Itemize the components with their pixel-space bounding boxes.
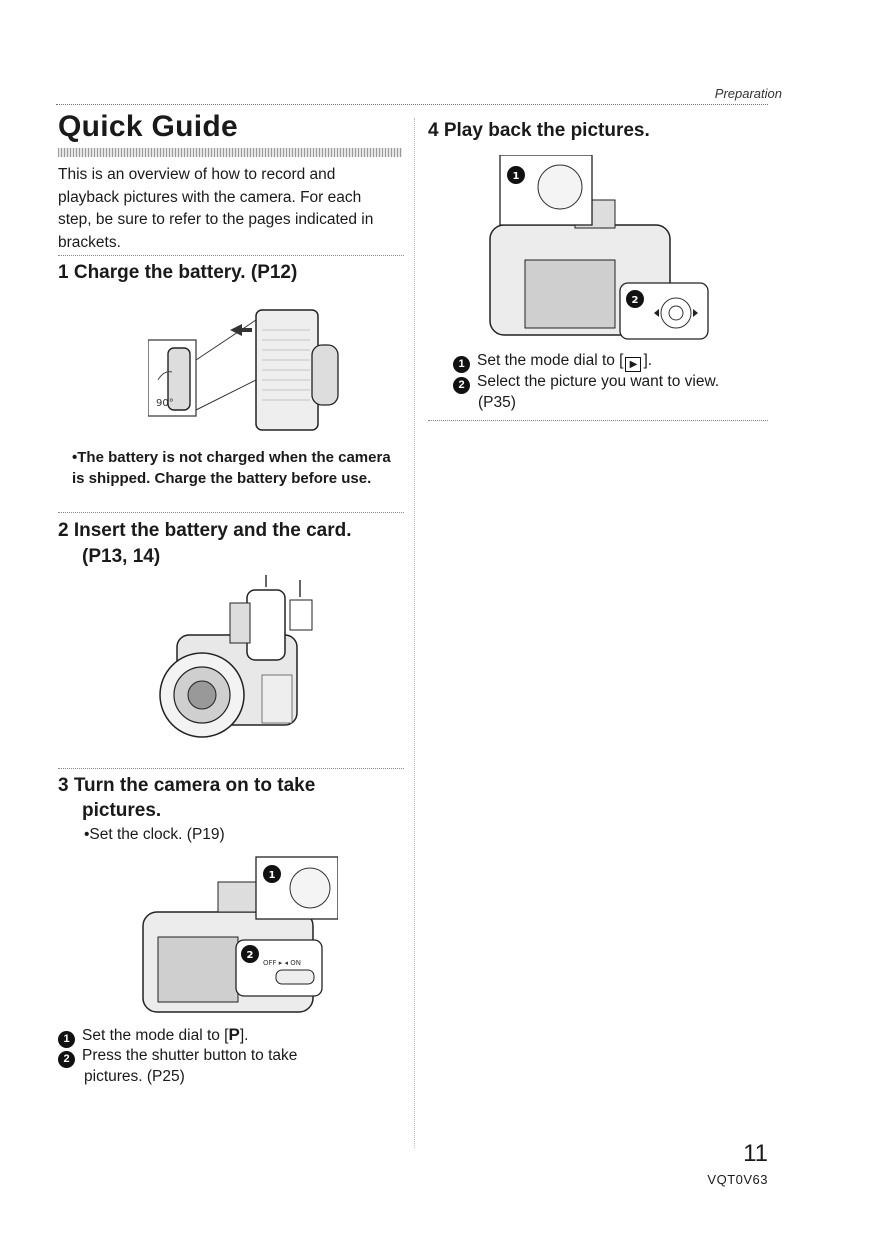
svg-text:1: 1: [269, 870, 276, 881]
column-divider: [414, 118, 415, 1148]
intro-text: This is an overview of how to record and…: [58, 166, 374, 251]
svg-text:1: 1: [513, 171, 520, 182]
step-3-heading: 3 Turn the camera on to take: [58, 775, 316, 796]
section-label: Preparation: [714, 86, 782, 101]
camera-power-illustration: 1 2 OFF ▸ ◂ ON: [142, 856, 338, 1013]
title-underline: [58, 148, 402, 157]
power-switch-label: OFF ▸ ◂ ON: [263, 959, 301, 967]
step-2-heading-pages: (P13, 14): [82, 546, 161, 567]
program-mode-icon: P: [228, 1025, 240, 1044]
step-separator: [58, 512, 404, 513]
svg-text:2: 2: [632, 295, 639, 306]
playback-mode-icon: ▶: [625, 357, 642, 372]
rotation-label: 90°: [156, 398, 174, 409]
step-number-badge: 2: [453, 377, 470, 394]
step-number-badge: 1: [58, 1031, 75, 1048]
step-number-badge: 1: [453, 356, 470, 373]
step-3-sub: •Set the clock. (P19): [84, 826, 225, 843]
camera-insert-illustration: [159, 575, 313, 738]
svg-text:2: 2: [247, 950, 254, 961]
step-1-heading: 1 Charge the battery. (P12): [58, 262, 298, 283]
step-separator: [58, 255, 404, 256]
step-4-item-2-cont: (P35): [478, 394, 516, 411]
page-title: Quick Guide: [58, 110, 239, 143]
step-separator: [428, 420, 768, 421]
header-rule: [56, 104, 768, 105]
step-3-item-2-cont: pictures. (P25): [84, 1068, 185, 1085]
step-number-badge: 2: [58, 1051, 75, 1068]
step-1-note: •The battery is not charged when the cam…: [72, 449, 391, 487]
page-number: 11: [743, 1140, 768, 1167]
step-separator: [58, 768, 404, 769]
step-4-heading: 4 Play back the pictures.: [428, 120, 650, 141]
step-2-heading: 2 Insert the battery and the card.: [58, 520, 352, 541]
document-code: VQT0V63: [707, 1172, 768, 1187]
camera-playback-illustration: 1 2: [489, 155, 709, 340]
step-3-heading-cont: pictures.: [82, 800, 162, 821]
battery-charger-illustration: 90°: [148, 309, 339, 431]
